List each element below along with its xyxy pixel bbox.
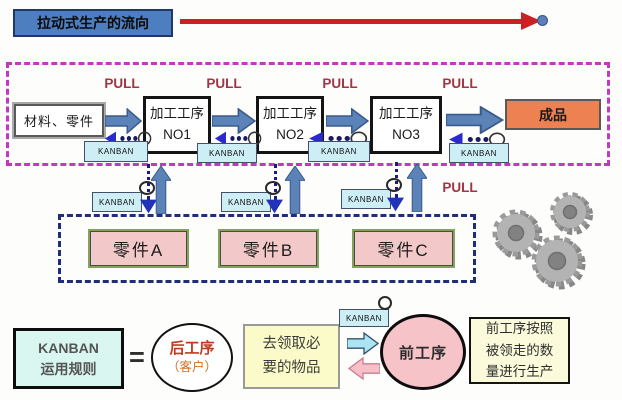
produce-note-box: 前工序按照 被领走的数 量进行生产: [469, 317, 570, 384]
rules-subtitle: 运用规则: [40, 360, 97, 377]
pull-label: PULL: [442, 76, 478, 91]
kanban-card-label: KANBAN: [339, 309, 389, 327]
source-box: 材料、零件: [12, 102, 106, 139]
part-box-b: 零件B: [218, 229, 319, 268]
downstream-role: （客户）: [166, 360, 217, 375]
gears-icon: [492, 192, 593, 290]
process-no: NO1: [163, 127, 191, 142]
kanban-ring-icon: [378, 296, 392, 310]
produce-text-line1: 前工序按照: [485, 321, 554, 337]
arrow-down-icon: [387, 197, 404, 212]
downstream-process-ellipse: 后工序 （客户）: [151, 323, 233, 392]
downstream-name: 后工序: [169, 340, 215, 358]
parts-store-frame: [58, 214, 476, 283]
part-box-c: 零件C: [352, 229, 455, 268]
kanban-rules-box: KANBAN 运用规则: [13, 328, 124, 389]
pull-flow-frame: [6, 62, 610, 166]
kanban-ring-icon: [265, 181, 281, 195]
pull-label: PULL: [322, 76, 358, 91]
arrow-down-icon: [266, 199, 283, 214]
kanban-card-label: KANBAN: [221, 192, 271, 212]
kanban-card-label: KANBAN: [197, 143, 257, 163]
pull-label: PULL: [104, 76, 140, 91]
endpoint-dot-icon: [537, 15, 548, 26]
rules-title: KANBAN: [38, 339, 99, 356]
process-name: 加工工序: [150, 106, 204, 122]
kanban-ring-icon: [386, 178, 402, 192]
pull-label: PULL: [442, 180, 478, 195]
process-no: NO3: [392, 127, 420, 142]
kanban-card-label: KANBAN: [449, 143, 509, 163]
withdraw-text-line1: 去领取必: [262, 336, 321, 353]
process-box-no3: 加工工序 NO3: [370, 96, 442, 154]
arrow-up-icon: [151, 166, 171, 214]
equals-sign: =: [129, 342, 145, 372]
process-name: 加工工序: [379, 106, 433, 122]
withdraw-note-box: 去领取必 要的物品: [243, 324, 340, 389]
pull-label: PULL: [206, 76, 242, 91]
arrow-right-icon: [105, 108, 142, 134]
kanban-card-label: KANBAN: [84, 141, 148, 162]
produce-text-line2: 被领走的数: [485, 342, 554, 358]
diagram-title: 拉动式生产的流向: [13, 9, 173, 37]
produce-text-line3: 量进行生产: [485, 364, 554, 380]
upstream-process-circle: 前工序: [380, 314, 466, 390]
arrow-right-icon: [212, 108, 256, 134]
arrow-up-icon: [285, 166, 305, 214]
process-name: 加工工序: [263, 106, 317, 122]
arrow-up-icon: [407, 164, 427, 212]
arrow-right-icon: [446, 106, 504, 134]
part-box-a: 零件A: [88, 229, 189, 268]
arrow-right-icon: [326, 108, 369, 134]
kanban-card-label: KANBAN: [308, 141, 370, 162]
process-no: NO2: [276, 127, 304, 142]
kanban-card-label: KANBAN: [341, 189, 391, 209]
kanban-ring-icon: [139, 181, 155, 195]
red-arrow-head-icon: [521, 12, 541, 30]
product-box: 成品: [505, 99, 601, 130]
kanban-card-label: KANBAN: [92, 192, 142, 212]
withdraw-arrow-right-icon: [347, 332, 379, 355]
arrow-down-icon: [140, 199, 157, 214]
supply-arrow-left-icon: [348, 357, 380, 380]
red-arrow-shaft-icon: [180, 19, 522, 24]
withdraw-text-line2: 要的物品: [262, 359, 321, 376]
